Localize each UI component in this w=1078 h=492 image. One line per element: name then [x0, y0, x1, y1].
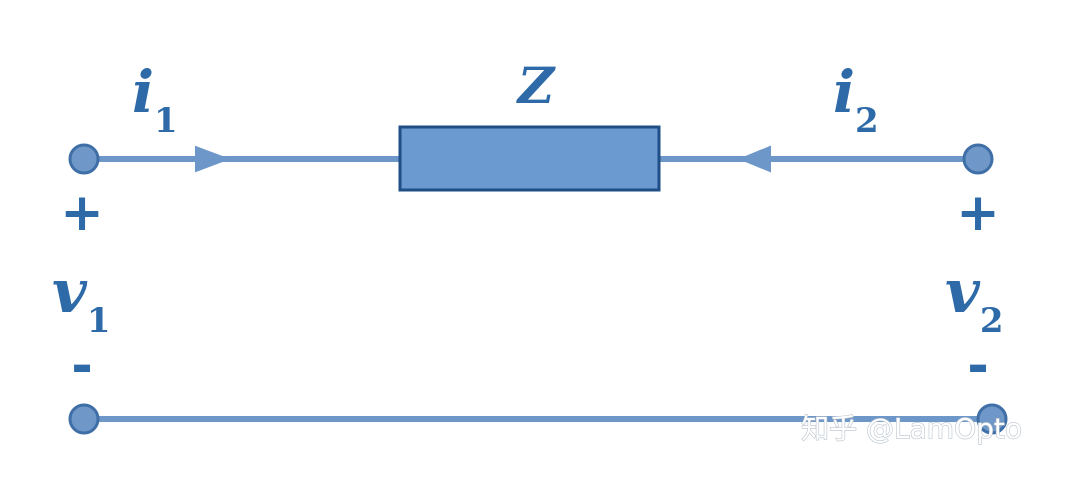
watermark: 知乎 @LamOpto	[801, 412, 1022, 445]
voltage-label-right-symbol: v	[945, 257, 981, 327]
voltage-label-left-subscript: 1	[87, 301, 111, 341]
minus-sign-right: -	[967, 336, 989, 396]
impedance-label: Z	[516, 56, 557, 115]
current-label-right: i2	[833, 58, 879, 141]
minus-sign-left: -	[71, 336, 93, 396]
terminal-top-right	[962, 143, 994, 175]
current-arrow-right	[738, 145, 832, 173]
impedance-box	[398, 125, 661, 192]
plus-sign-right: +	[956, 183, 1000, 243]
current-label-left-subscript: 1	[154, 101, 178, 141]
terminal-top-left	[68, 143, 100, 175]
terminal-bottom-right	[976, 403, 1008, 435]
current-label-right-subscript: 2	[855, 101, 879, 141]
voltage-label-left: v1	[52, 257, 111, 341]
voltage-label-left-symbol: v	[52, 257, 88, 327]
voltage-label-right: v2	[945, 257, 1004, 341]
current-arrow-left	[150, 145, 231, 173]
plus-sign-left: +	[60, 183, 104, 243]
current-label-right-symbol: i	[833, 58, 855, 126]
current-label-left-symbol: i	[132, 58, 154, 126]
voltage-label-right-subscript: 2	[980, 301, 1004, 341]
current-label-left: i1	[132, 58, 178, 141]
terminal-bottom-left	[68, 403, 100, 435]
